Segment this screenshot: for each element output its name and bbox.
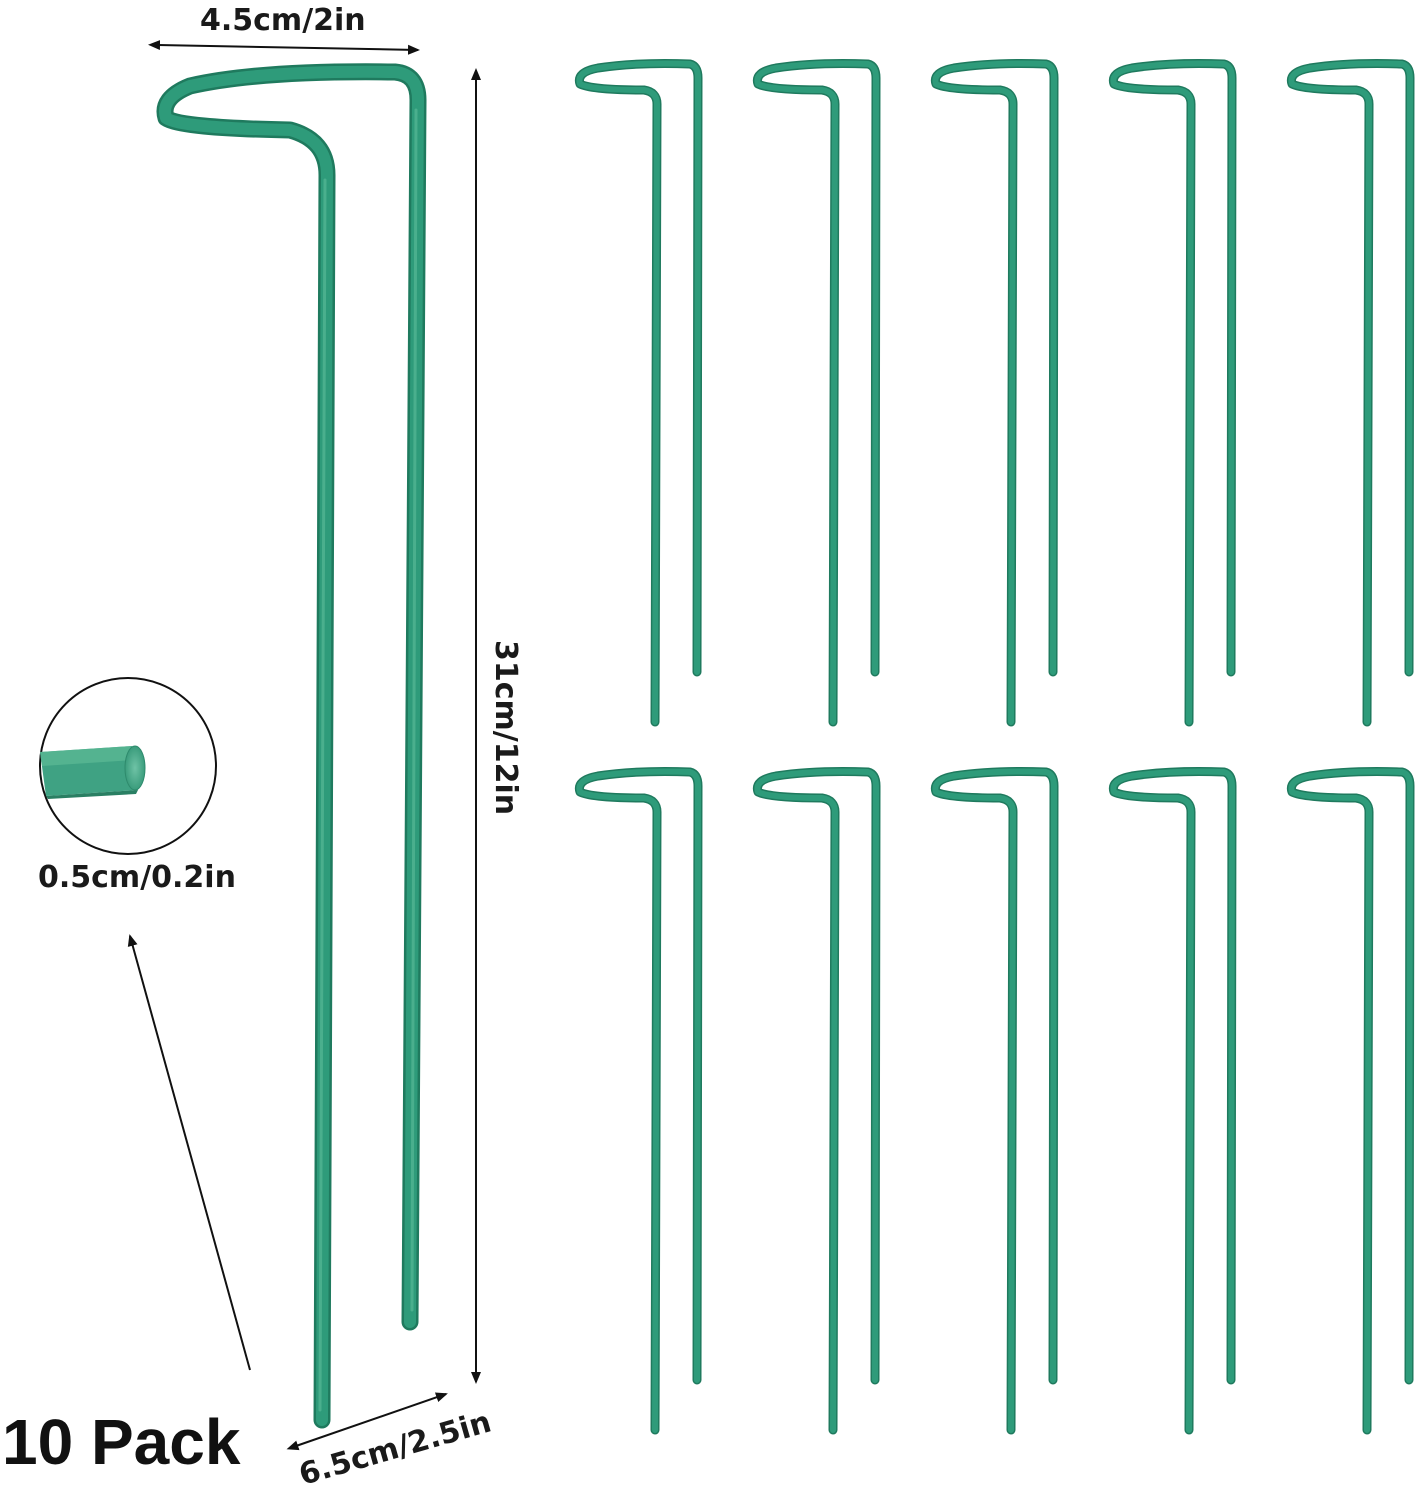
- small-stake-1: [576, 60, 701, 725]
- small-stake-shadow-6: [574, 767, 703, 1435]
- top-width-label: 4.5cm/2in: [200, 3, 366, 38]
- small-stake-shadow-4: [1108, 59, 1237, 727]
- small-stake-shadow-1: [574, 59, 703, 727]
- small-stake-shadow-8: [930, 767, 1059, 1435]
- base-width-arrow: [286, 1392, 448, 1451]
- magnified-rod-end-icon: [40, 745, 146, 799]
- small-stake-shadow-5: [1286, 59, 1415, 727]
- height-label: 31cm/12in: [488, 640, 523, 816]
- small-stake-4: [1110, 60, 1235, 725]
- top-width-arrow: [148, 40, 420, 55]
- small-stake-shadow-9: [1108, 767, 1237, 1435]
- small-stake-10: [1288, 768, 1413, 1433]
- small-stake-shadow-2: [752, 59, 881, 727]
- small-stake-6: [576, 768, 701, 1433]
- main-stake: [156, 63, 427, 1429]
- small-stake-shadow-3: [930, 59, 1059, 727]
- small-stake-9: [1110, 768, 1235, 1433]
- small-stake-3: [932, 60, 1057, 725]
- stake-grid: [574, 59, 1415, 1435]
- small-stake-2: [754, 60, 879, 725]
- thickness-label: 0.5cm/0.2in: [38, 860, 236, 895]
- pointer-arrow: [127, 934, 251, 1371]
- main-stake-rod: [159, 65, 424, 1426]
- rod-end-zoom: [39, 677, 217, 855]
- small-stake-5: [1288, 60, 1413, 725]
- small-stake-8: [932, 768, 1057, 1433]
- small-stake-shadow-10: [1286, 767, 1415, 1435]
- main-stake-highlight: [318, 108, 418, 1412]
- pack-count-label: 10 Pack: [2, 1406, 241, 1478]
- small-stake-shadow-7: [752, 767, 881, 1435]
- small-stake-7: [754, 768, 879, 1433]
